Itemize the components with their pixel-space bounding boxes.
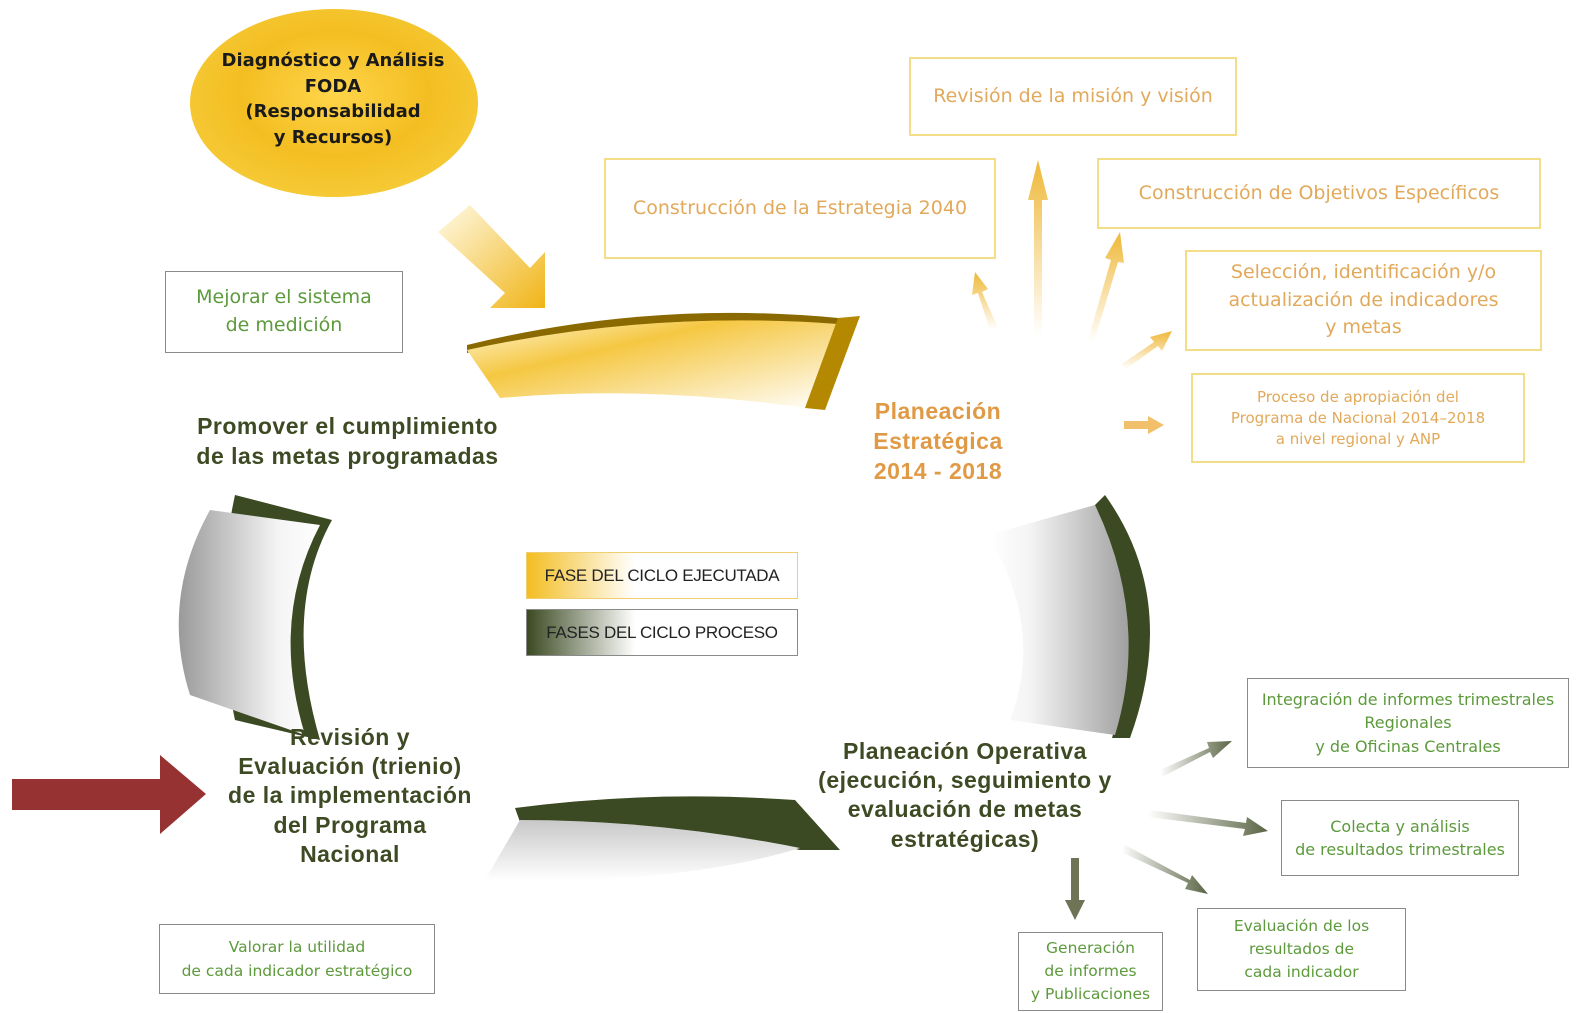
box-colecta-analisis: Colecta y análisis de resultados trimest… <box>1281 800 1519 876</box>
segment-top-gold <box>467 312 860 410</box>
box-mision-vision: Revisión de la misión y visión <box>909 57 1237 136</box>
legend-gold-fill <box>527 553 797 598</box>
box-valorar-utilidad: Valorar la utilidad de cada indicador es… <box>159 924 435 994</box>
green-rays <box>1065 741 1268 920</box>
legend-fase-ejecutada: FASE DEL CICLO EJECUTADA <box>526 552 798 599</box>
diagnostico-arrow <box>438 205 545 308</box>
box-objetivos: Construcción de Objetivos Específicos <box>1097 158 1541 229</box>
phase-planeacion-operativa: Planeación Operativa (ejecución, seguimi… <box>818 738 1112 852</box>
box-estrategia: Construcción de la Estrategia 2040 <box>604 158 996 259</box>
diagnostico-ellipse <box>190 9 478 197</box>
segment-left-green <box>178 495 332 740</box>
phase-promover: Promover el cumplimiento de las metas pr… <box>196 413 499 469</box>
box-integracion-informes: Integración de informes trimestrales Reg… <box>1247 678 1569 768</box>
legend-fases-proceso: FASES DEL CICLO PROCESO <box>526 609 798 656</box>
red-pointer-arrow <box>12 755 206 834</box>
diagnostico-text: Diagnóstico y Análisis FODA (Responsabil… <box>221 50 445 148</box>
box-mejorar-medicion: Mejorar el sistema de medición <box>165 271 403 353</box>
box-generacion-informes: Generación de informes y Publicaciones <box>1018 932 1163 1011</box>
gold-rays <box>972 160 1172 434</box>
box-indicadores: Selección, identificación y/o actualizac… <box>1185 250 1542 351</box>
box-apropiacion: Proceso de apropiación del Programa de N… <box>1191 373 1525 463</box>
segment-bottom-green <box>485 796 840 881</box>
box-evaluacion-resultados: Evaluación de los resultados de cada ind… <box>1197 908 1406 991</box>
phase-revision-evaluacion: Revisión y Evaluación (trienio) de la im… <box>228 724 472 867</box>
legend-green-fill <box>527 610 797 655</box>
phase-planeacion-estrategica: Planeación Estratégica 2014 - 2018 <box>873 398 1003 484</box>
segment-right-green <box>988 495 1150 738</box>
